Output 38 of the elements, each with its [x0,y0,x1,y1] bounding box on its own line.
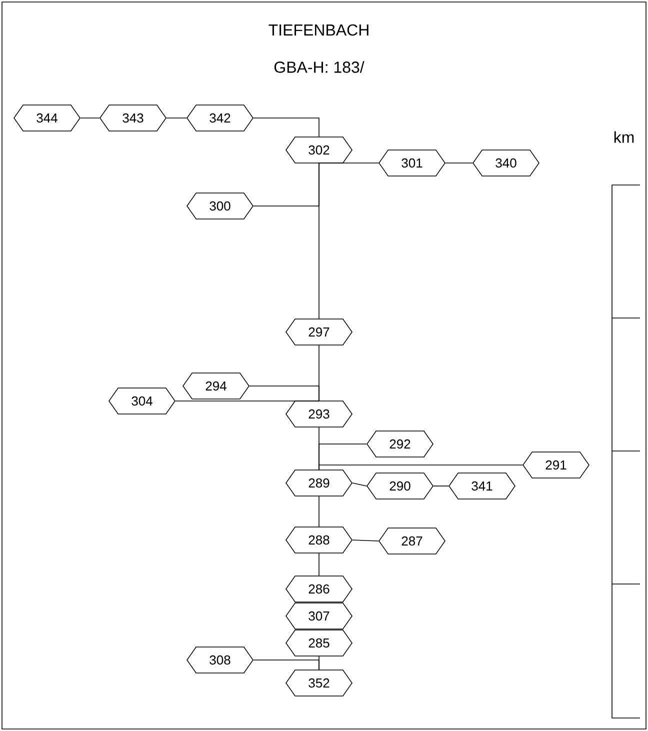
hexagon-box: 297 [286,318,352,346]
hexagon-box: 300 [186,192,254,220]
hexagon-box: 352 [286,670,352,696]
hexagon-box: 343 [100,104,166,132]
hexagon-box: 308 [186,646,254,674]
hexagon-box: 288 [286,526,352,554]
hexagon-box: 340 [472,150,540,176]
connector-line [445,162,473,164]
hexagon-box: 341 [448,472,516,500]
connector-line [253,660,320,670]
hexagon-box: 290 [366,472,434,500]
connector-line [352,540,379,542]
hexagon-box: 304 [108,388,176,414]
hexagon-box: 342 [186,104,254,132]
hexagon-box: 307 [286,602,352,630]
hexagon-box: 287 [378,528,446,554]
hexagon-box: 291 [522,452,590,478]
hexagon-box: 285 [286,630,352,656]
connector-line [318,464,523,470]
connector-line [175,400,320,402]
hexagon-box: 301 [378,150,446,176]
hexagon-box: 292 [366,430,434,458]
connector-line [249,386,320,401]
connector-line [352,482,367,486]
hexagon-box: 294 [182,372,250,400]
connector-line [318,553,320,576]
connector-line [318,496,320,527]
hexagon-box: 302 [286,136,352,164]
unit-label: km [614,131,634,143]
hexagon-box: 344 [14,104,80,132]
connector-line [318,162,379,164]
hexagon-box: 289 [286,470,352,496]
hexagon-box: 293 [286,400,352,428]
subtitle: GBA-H: 183/ [274,61,364,73]
title: TIEFENBACH [268,24,368,36]
connector-line [318,163,320,319]
hexagon-box: 286 [286,576,352,602]
connector-line [253,118,320,137]
